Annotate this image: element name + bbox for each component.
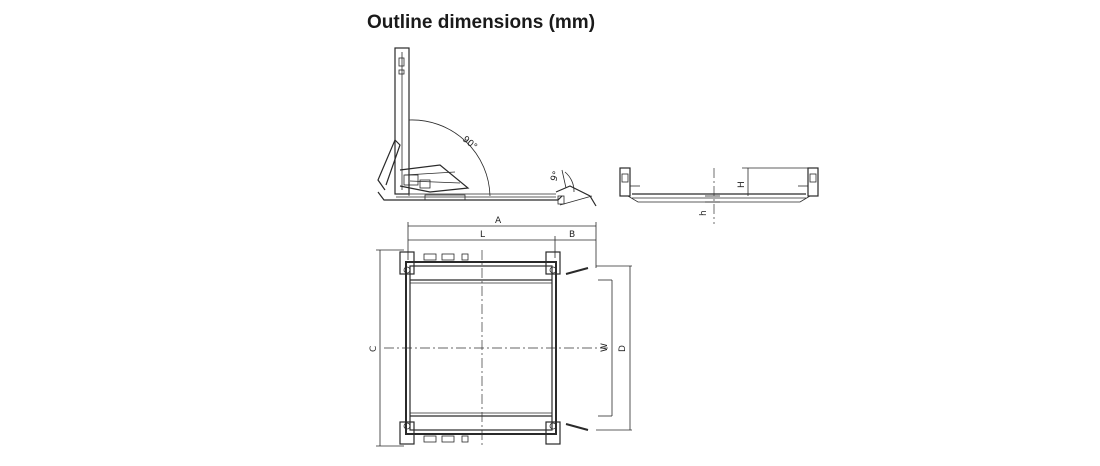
page-title: Outline dimensions (mm) [367,12,596,33]
dim-L-label: L [480,230,485,240]
dim-D-label: D [618,345,628,352]
dim-W-label: W [600,343,610,352]
side-view: 90° 9° [377,47,597,207]
dim-h-label: h [699,210,709,216]
angle-9-label: 9° [549,170,562,183]
angle-90-label: 90° [460,135,479,153]
dim-C-label: C [369,346,379,352]
end-view: h H [619,167,819,224]
top-view: A L B C [369,216,632,447]
dim-A-label: A [495,216,502,226]
dim-H-label: H [737,181,747,188]
dim-B-label: B [569,230,575,240]
